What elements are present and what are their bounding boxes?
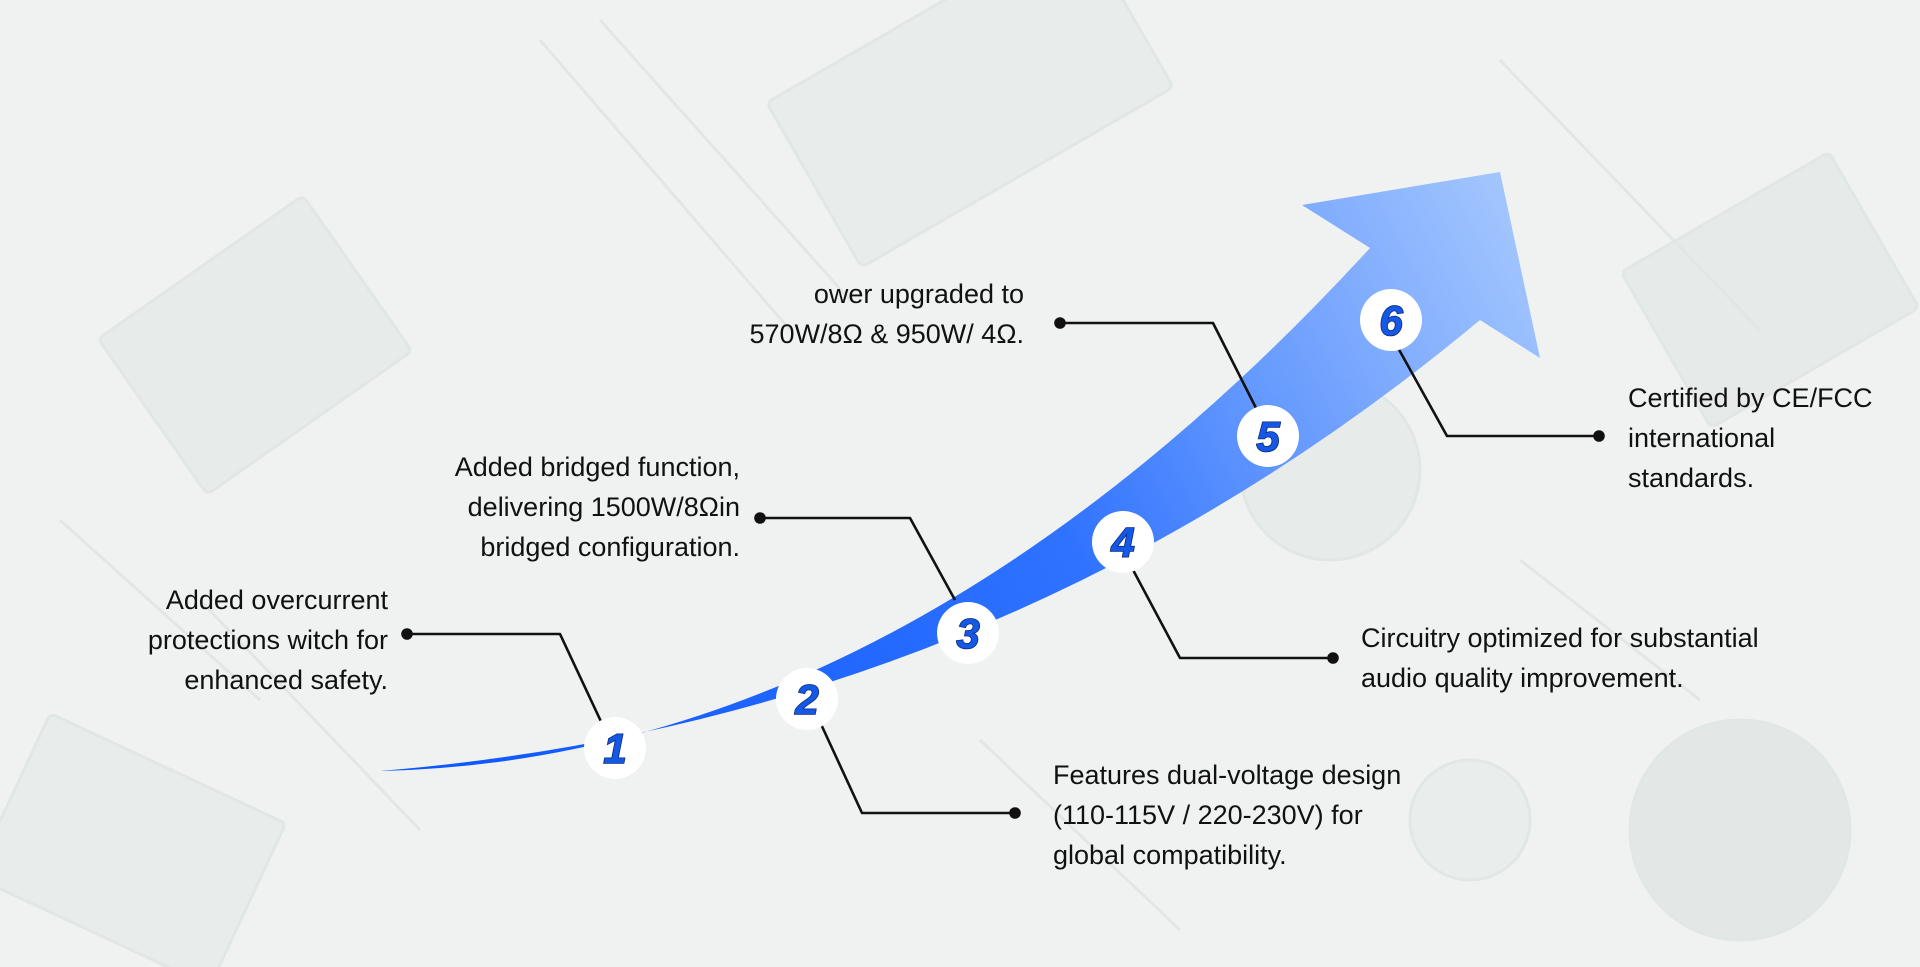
step-marker-4: 4 bbox=[1092, 511, 1154, 573]
step-number-6: 6 bbox=[1379, 297, 1403, 344]
leader-line-2 bbox=[818, 721, 1015, 815]
leader-dot-2 bbox=[1009, 807, 1021, 819]
step-4-description: Circuitry optimized for substantial audi… bbox=[1361, 623, 1759, 693]
step-number-2: 2 bbox=[794, 676, 818, 723]
step-number-3: 3 bbox=[956, 610, 979, 657]
leader-line-5 bbox=[1060, 321, 1259, 411]
leader-line-4 bbox=[1130, 567, 1333, 660]
step-2-description: Features dual-voltage design (110-115V /… bbox=[1053, 760, 1402, 870]
leader-dot-1 bbox=[401, 628, 413, 640]
step-marker-5: 5 bbox=[1237, 405, 1299, 467]
step-marker-3: 3 bbox=[937, 602, 999, 664]
step-number-1: 1 bbox=[603, 725, 626, 772]
step-marker-6: 6 bbox=[1360, 289, 1422, 351]
arrow-body bbox=[380, 172, 1540, 771]
leader-dot-5 bbox=[1054, 317, 1066, 329]
step-marker-1: 1 bbox=[584, 717, 646, 779]
leader-line-3 bbox=[760, 516, 957, 601]
step-1-description: Added overcurrent protections witch for … bbox=[147, 585, 388, 695]
step-number-5: 5 bbox=[1256, 413, 1280, 460]
step-5-description: ower upgraded to 570W/8Ω & 950W/ 4Ω. bbox=[749, 279, 1024, 349]
leader-dot-3 bbox=[754, 512, 766, 524]
step-6-description: Certified by CE/FCC international standa… bbox=[1628, 383, 1873, 493]
leader-dot-6 bbox=[1593, 430, 1605, 442]
leader-line-6 bbox=[1395, 345, 1599, 438]
step-number-4: 4 bbox=[1110, 519, 1134, 566]
step-3-description: Added bridged function, delivering 1500W… bbox=[454, 452, 740, 562]
leader-line-1 bbox=[407, 632, 614, 746]
leader-dot-4 bbox=[1327, 652, 1339, 664]
step-marker-2: 2 bbox=[776, 668, 838, 730]
